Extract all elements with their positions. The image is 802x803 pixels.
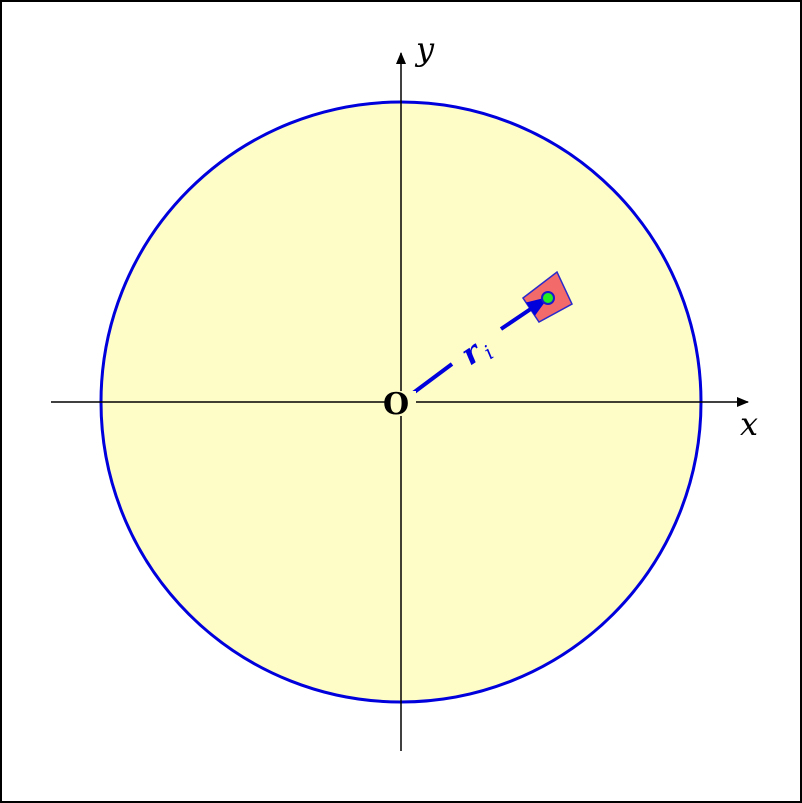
x-axis-label: x bbox=[740, 405, 758, 443]
position-vector-upper bbox=[499, 296, 549, 331]
y-axis-label: y bbox=[414, 30, 435, 68]
mass-point bbox=[541, 291, 555, 305]
position-vector-label: r i bbox=[444, 318, 507, 377]
origin-label-bg bbox=[387, 391, 416, 416]
origin-label: O bbox=[383, 387, 409, 422]
